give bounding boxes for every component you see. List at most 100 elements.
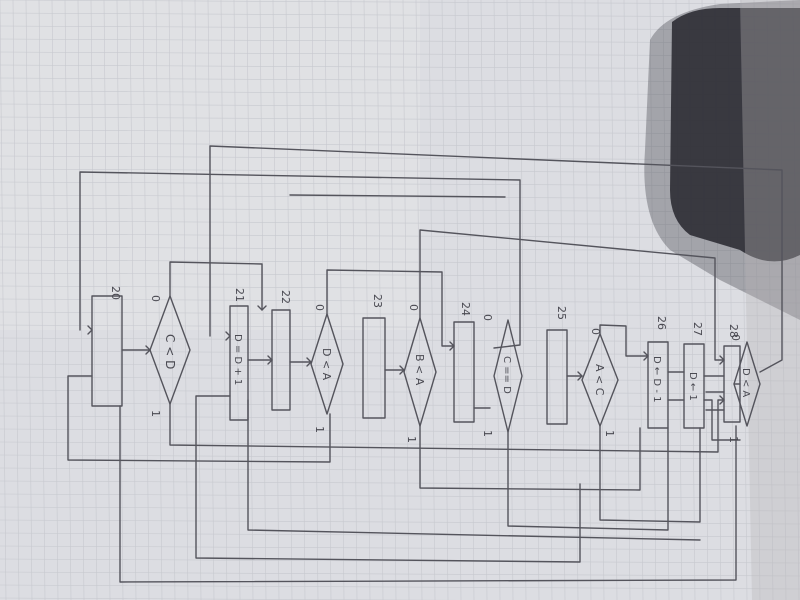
grid-line-v [454,0,462,600]
grid-line-h [0,272,800,278]
grid-line-v [506,0,514,600]
loop-top-6 [599,324,649,357]
grid-line-v [467,0,475,600]
c2-true: 1 [313,426,326,433]
grid-line-h [0,12,800,18]
grid-line-v [415,0,423,600]
dark-shadow [670,8,800,262]
flowchart-labels: 20 21 22 23 24 25 26 27 28 C < D D < A B… [109,286,751,443]
c3-true: 1 [405,436,418,443]
grid-line-v [649,0,657,600]
num-22: 22 [279,290,292,304]
grid-line-h [0,597,461,600]
grid-line-h [0,389,800,395]
grid-line-h [0,103,800,109]
loop-top-7 [289,194,506,198]
grid-line-v [376,0,384,600]
grid-line-h [0,441,800,447]
block-23 [362,317,386,419]
grid-line-h [0,584,800,590]
soft-shadow [644,0,800,320]
grid-line-v [610,0,618,600]
grid-line-v [623,0,631,600]
num-27: 27 [691,322,704,336]
c1-false: 0 [149,295,162,302]
grid-line-v [584,0,592,600]
grid-line-v [571,0,579,600]
grid-line-h [0,129,800,135]
grid-line-v [103,0,111,600]
grid-line-h [0,571,800,577]
num-21: 21 [233,288,246,302]
edge-right-stubs [667,391,725,411]
grid-line-h [0,207,800,213]
grid-line-h [0,25,800,31]
grid-line-h [0,259,800,265]
loop-bottom-4 [247,399,701,541]
grid-line-v [350,0,358,600]
grid-line-h [0,116,800,122]
grid-line-v [636,0,644,600]
grid-line-h [0,142,800,148]
grid-line-v [311,0,319,600]
grid-line-h [0,311,800,317]
grid-line-h [0,402,800,408]
grid-line-v [493,0,501,600]
loop-top-4 [326,269,455,347]
grid-line-v [129,0,137,600]
loop-top-5 [419,229,725,361]
block-27 [683,343,705,429]
grid-line-v [389,0,397,600]
loop-bottom-1 [67,375,331,463]
grid-line-v [272,0,280,600]
grid-line-h [0,376,800,382]
diamond-d-less-a-1 [310,313,344,415]
grid-line-v [38,0,46,600]
loop-bottom-9 [703,399,741,441]
grid-line-v [64,0,72,600]
cond-c1: C < D [163,334,177,369]
page-edge-shadow [740,0,800,600]
num-25: 25 [555,306,568,320]
grid-line-v [597,0,605,600]
grid-line-h [0,51,800,57]
grid-line-h [0,181,800,187]
num-20: 20 [109,286,122,300]
diamond-d-less-a-2 [733,341,761,427]
grid-line-v [0,0,7,600]
grid-line-v [51,0,59,600]
block-26 [647,341,669,429]
cond-c3: B < A [413,354,426,386]
grid-line-h [0,194,800,200]
cond-c6: D < A [740,368,751,397]
loop-bottom-2 [169,399,725,453]
c3-false: 0 [407,304,420,311]
grid-line-v [363,0,371,600]
num-23: 23 [371,294,384,308]
grid-line-h [0,0,800,5]
loop-bottom-3 [195,395,581,563]
content-27: D ← 1 [687,372,698,401]
grid-line-v [428,0,436,600]
c5-true: 1 [603,430,616,437]
grid-line-v [116,0,124,600]
grid-line-h [0,428,800,434]
grid-line-h [0,493,800,499]
num-28: 28 [727,324,740,338]
loop-top-2 [209,145,783,373]
grid-line-h [0,220,800,226]
grid-line-h [0,350,800,356]
c1-true: 1 [149,410,162,417]
grid-line-h [0,298,800,304]
grid-line-h [0,168,800,174]
c6-true: 1 [727,436,740,443]
grid-line-v [519,0,527,600]
grid-line-h [0,38,800,44]
grid-line-v [25,0,33,600]
grid-line-h [0,246,800,252]
grid-line-h [0,454,800,460]
grid-line-v [324,0,332,600]
c2-false: 0 [313,304,326,311]
grid-line-v [558,0,566,600]
grid-line-v [77,0,85,600]
